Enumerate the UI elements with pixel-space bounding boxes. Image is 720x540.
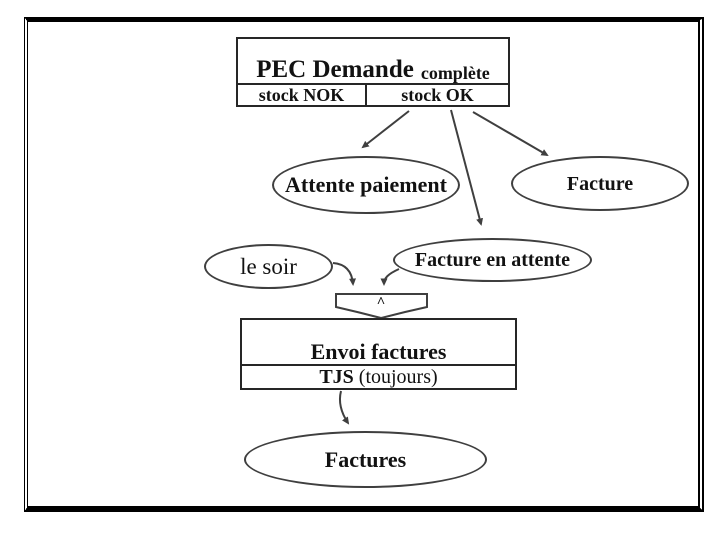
node-facture: Facture [511, 156, 689, 211]
merge-symbol: ^ [376, 294, 386, 311]
cell-stock-nok: stock NOK [238, 85, 367, 105]
node-factures: Factures [244, 431, 487, 488]
top-box-title-main: PEC Demande [256, 56, 414, 83]
envoi-subtitle-rest: (toujours) [353, 366, 438, 388]
cell-stock-ok: stock OK [401, 85, 474, 105]
envoi-factures-box: Envoi factures TJS (toujours) [240, 318, 517, 390]
top-box-cells: stock NOK stock OK [238, 85, 508, 105]
envoi-box-title: Envoi factures [242, 320, 515, 366]
top-box-title-suffix: complète [420, 63, 490, 83]
node-facture-en-attente: Facture en attente [393, 238, 592, 282]
envoi-box-subtitle: TJS (toujours) [242, 366, 515, 388]
node-attente-paiement: Attente paiement [272, 156, 460, 214]
top-box-pec-demande: PEC Demande complète stock NOK stock OK [236, 37, 510, 107]
envoi-subtitle-bold: TJS [319, 366, 354, 388]
top-box-title: PEC Demande complète [238, 39, 508, 85]
node-le-soir: le soir [204, 244, 333, 289]
